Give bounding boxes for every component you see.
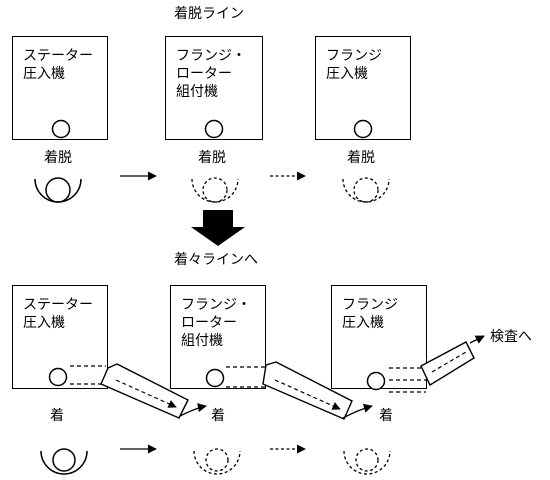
machine-box: フランジ・ ローター 組付機 <box>170 285 266 389</box>
handoff-arrow <box>179 403 207 417</box>
action-label: 着脱 <box>44 150 72 166</box>
cradle-icon <box>34 177 82 203</box>
action-label: 着 <box>50 408 64 424</box>
machine-box: フランジ 圧入機 <box>331 285 427 389</box>
machine-box: フランジ 圧入機 <box>315 36 411 140</box>
machine-label: ステーター 圧入機 <box>23 48 93 82</box>
bottom-title: 着々ラインへ <box>174 252 258 268</box>
action-label: 着 <box>379 408 393 424</box>
cradle-dashed-icon <box>342 177 390 203</box>
cradle-icon <box>40 448 88 475</box>
cradle-dashed-icon <box>191 177 239 203</box>
machine-label: フランジ・ ローター 組付機 <box>181 297 251 349</box>
big-down-arrow <box>191 210 245 246</box>
machine-box: フランジ・ ローター 組付機 <box>165 36 263 140</box>
action-label: 着脱 <box>347 150 375 166</box>
machine-box: ステーター 圧入機 <box>12 285 108 389</box>
cradle-dashed-icon <box>343 448 391 475</box>
machine-label: ステーター 圧入機 <box>23 297 93 331</box>
machine-label: フランジ 圧入機 <box>326 48 382 82</box>
machine-label: フランジ・ ローター 組付機 <box>176 48 246 100</box>
action-label: 着脱 <box>198 150 226 166</box>
machine-box: ステーター 圧入機 <box>12 36 108 140</box>
action-label: 着 <box>211 408 225 424</box>
cradle-dashed-icon <box>193 448 241 475</box>
machine-label: フランジ 圧入機 <box>342 297 398 331</box>
conveyor-chute <box>420 335 485 387</box>
top-title: 着脱ライン <box>174 6 244 22</box>
handoff-arrow <box>342 403 373 419</box>
exit-label: 検査へ <box>490 329 532 345</box>
